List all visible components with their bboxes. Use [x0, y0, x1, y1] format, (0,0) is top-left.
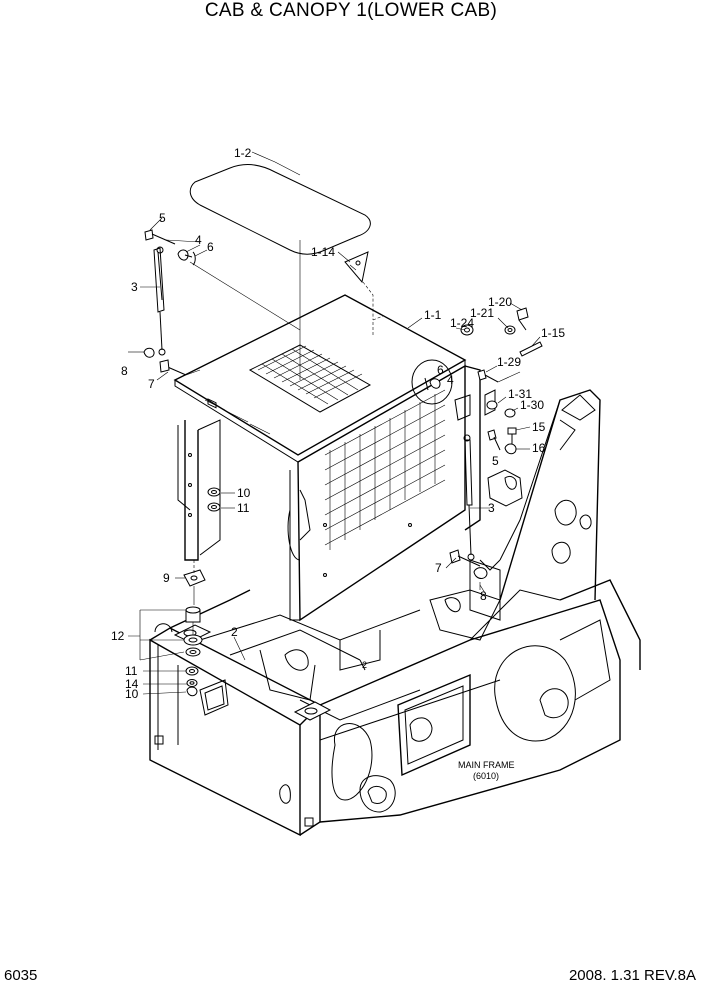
callout-6-detail: 6: [437, 363, 444, 377]
callout-8: 8: [121, 364, 128, 378]
callout-16: 16: [532, 441, 546, 455]
callout-8-right: 8: [480, 589, 487, 603]
revision-date: 2008. 1.31 REV.8A: [568, 967, 696, 984]
callout-1-30: 1-30: [520, 398, 544, 412]
cab-body: [173, 294, 501, 641]
callout-4-detail: 4: [447, 373, 454, 387]
callout-1-20: 1-20: [488, 295, 512, 309]
callout-1-24: 1-24: [450, 316, 474, 330]
callout-7-right: 7: [435, 561, 442, 575]
callout-3-right: 3: [488, 501, 495, 515]
page-title: CAB & CANOPY 1(LOWER CAB): [204, 0, 498, 21]
callout-11-lower: 11: [125, 664, 138, 678]
callout-1-15: 1-15: [541, 326, 565, 340]
main-frame: 2: [149, 389, 641, 837]
callout-1-29: 1-29: [497, 355, 521, 369]
leader-lines: [128, 151, 541, 695]
page-number: 6035: [4, 967, 38, 984]
callout-1-31: 1-31: [508, 387, 532, 401]
callout-14: 14: [125, 677, 139, 691]
callout-6: 6: [207, 240, 214, 254]
callout-5: 5: [159, 211, 166, 225]
callout-15: 15: [532, 420, 546, 434]
callout-3: 3: [131, 280, 138, 294]
callout-1-21: 1-21: [470, 306, 494, 320]
callout-1-1: 1-1: [424, 308, 442, 322]
main-frame-label: MAIN FRAME: [458, 760, 515, 770]
callout-labels: 1-2 5 4 6 3 8 7 1-14 1-20 1-21 1-1 1-24 …: [111, 146, 565, 781]
callout-2: 2: [231, 625, 238, 639]
main-frame-ref: (6010): [473, 771, 499, 781]
callout-10: 10: [237, 486, 251, 500]
callout-1-2: 1-2: [234, 146, 252, 160]
callout-12: 12: [111, 629, 125, 643]
callout-4: 4: [195, 233, 202, 247]
callout-5-right: 5: [492, 454, 499, 468]
parts: [140, 164, 543, 697]
callout-9: 9: [163, 571, 170, 585]
callout-1-14: 1-14: [311, 245, 335, 259]
svg-text:2: 2: [362, 660, 367, 670]
callout-7: 7: [148, 377, 155, 391]
callout-11: 11: [237, 501, 250, 515]
callout-10-lower: 10: [125, 687, 139, 701]
